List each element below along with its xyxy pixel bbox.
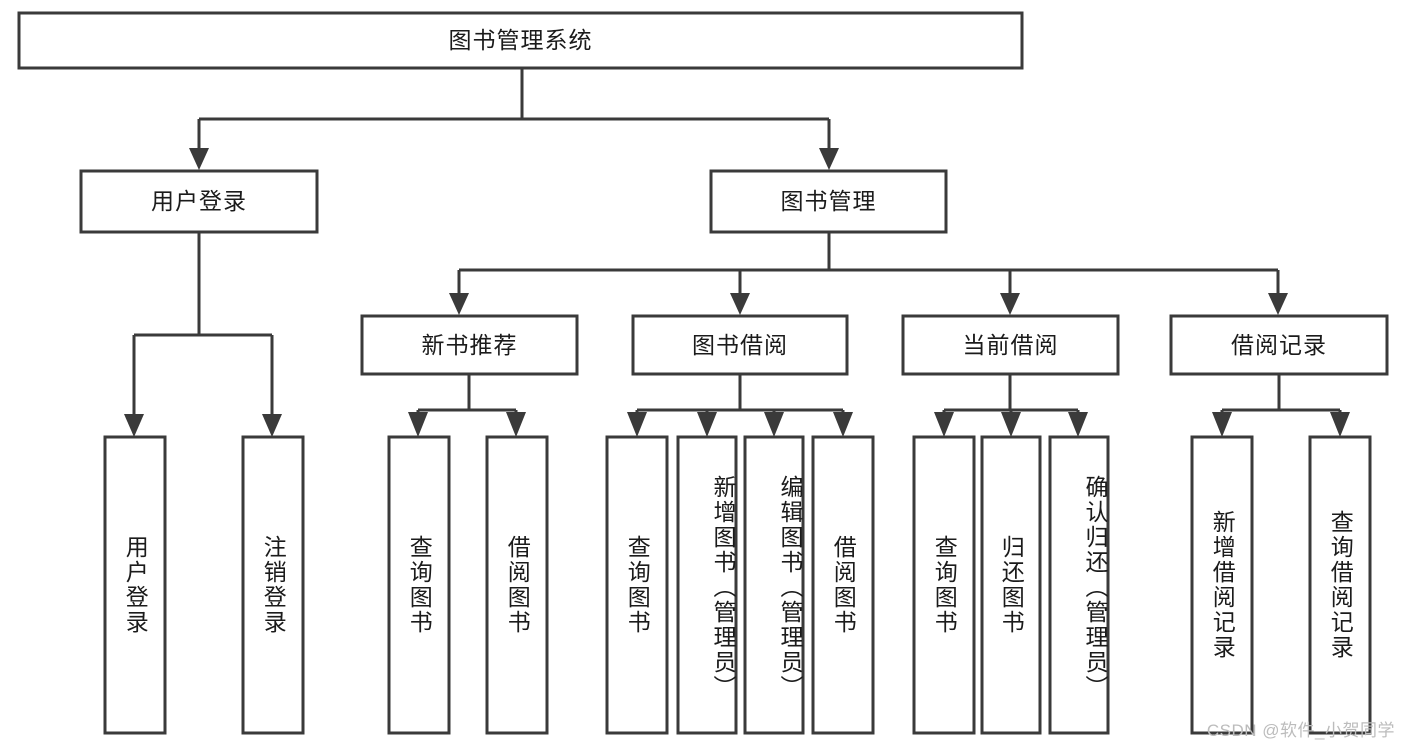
leaf-box-query-book-3[interactable] xyxy=(912,435,976,735)
arrowhead-borrow-record-leaf1 xyxy=(1212,412,1232,437)
arrowhead-borrow-record-leaf2 xyxy=(1330,412,1350,437)
leaf-box-borrow-book-2[interactable] xyxy=(811,435,875,735)
arrowhead-current-borrow-leaf1 xyxy=(934,412,954,437)
leaf-box-logout[interactable] xyxy=(241,435,305,735)
leaf-box-add-book[interactable] xyxy=(676,435,738,735)
arrowhead-borrow-record xyxy=(1268,293,1288,315)
leaf-box-query-record[interactable] xyxy=(1308,435,1372,735)
leaf-box-query-book-1[interactable] xyxy=(387,435,451,735)
arrowhead-book-borrow-leaf4 xyxy=(833,412,853,437)
arrowhead-current-borrow xyxy=(1000,293,1020,315)
leaf-box-add-record[interactable] xyxy=(1190,435,1254,735)
arrowhead-leaf-logout xyxy=(262,414,282,437)
leaf-box-borrow-book-1[interactable] xyxy=(485,435,549,735)
arrowhead-user-login xyxy=(189,148,209,170)
node-borrow-record-box[interactable] xyxy=(1169,314,1389,376)
arrowhead-book-borrow-leaf1 xyxy=(627,412,647,437)
node-book-manage-box[interactable] xyxy=(709,169,948,234)
leaf-box-query-book-2[interactable] xyxy=(605,435,669,735)
leaf-box-edit-book[interactable] xyxy=(743,435,805,735)
arrowhead-book-manage xyxy=(819,148,839,170)
arrowhead-new-book xyxy=(449,293,469,315)
node-current-borrow-box[interactable] xyxy=(901,314,1120,376)
arrowhead-new-book-leaf2 xyxy=(506,412,526,437)
leaf-box-return-book[interactable] xyxy=(980,435,1042,735)
leaf-box-confirm-return[interactable] xyxy=(1048,435,1110,735)
arrowhead-book-borrow-leaf3 xyxy=(764,412,784,437)
arrowhead-current-borrow-leaf2 xyxy=(1001,412,1021,437)
node-root-box[interactable] xyxy=(17,11,1024,70)
arrowhead-book-borrow-leaf2 xyxy=(697,412,717,437)
node-book-borrow-box[interactable] xyxy=(631,314,849,376)
arrowhead-leaf-user-login xyxy=(124,414,144,437)
arrowhead-new-book-leaf1 xyxy=(408,412,428,437)
node-new-book-box[interactable] xyxy=(360,314,579,376)
arrowhead-current-borrow-leaf3 xyxy=(1068,412,1088,437)
leaf-box-user-login[interactable] xyxy=(103,435,167,735)
arrowhead-book-borrow xyxy=(730,293,750,315)
node-user-login-box[interactable] xyxy=(79,169,319,234)
